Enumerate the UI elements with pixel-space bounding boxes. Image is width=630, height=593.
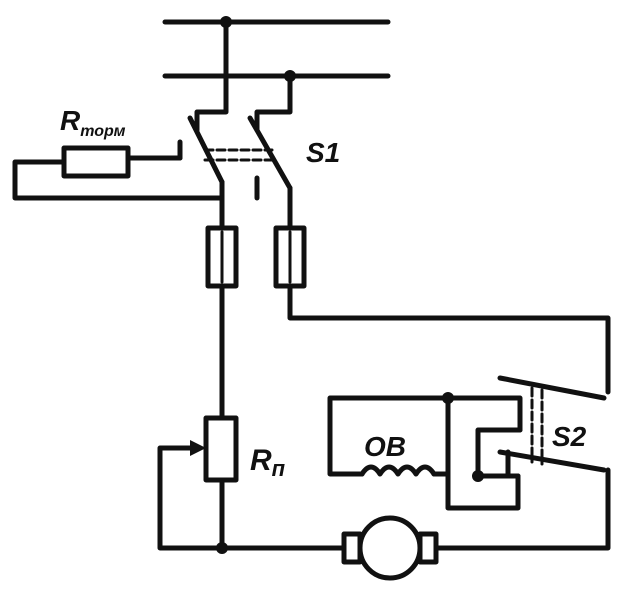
wire-left-supply	[194, 19, 229, 133]
wire-right-to-s2	[287, 283, 611, 395]
brake-resistor	[61, 145, 131, 179]
wire-brake-loop	[12, 159, 225, 201]
wire-field-to-s2	[445, 395, 523, 433]
wire-right-supply	[254, 73, 293, 133]
label-r-p: Rп	[250, 444, 286, 481]
label-r-torm: Rторм	[60, 105, 126, 140]
rheostat-rp	[203, 415, 239, 483]
field-coil	[359, 464, 437, 477]
label-ov: ОВ	[364, 431, 406, 462]
rheostat-slider-wire	[157, 445, 225, 551]
wire-field-loop	[327, 395, 451, 477]
s2-inner-contacts	[475, 427, 523, 479]
wire-field-bottom	[445, 471, 521, 511]
s2-blade-bottom	[497, 449, 607, 473]
s2-blade-top	[497, 375, 607, 401]
label-s1: S1	[306, 137, 340, 168]
wire-motor-right	[433, 467, 611, 551]
junction-s2	[472, 470, 484, 482]
label-s2: S2	[552, 421, 587, 452]
s1-blade-right	[247, 115, 293, 191]
motor-armature	[357, 515, 423, 581]
wire-field-right	[431, 395, 451, 477]
rheostat-arrow-icon	[190, 440, 206, 456]
